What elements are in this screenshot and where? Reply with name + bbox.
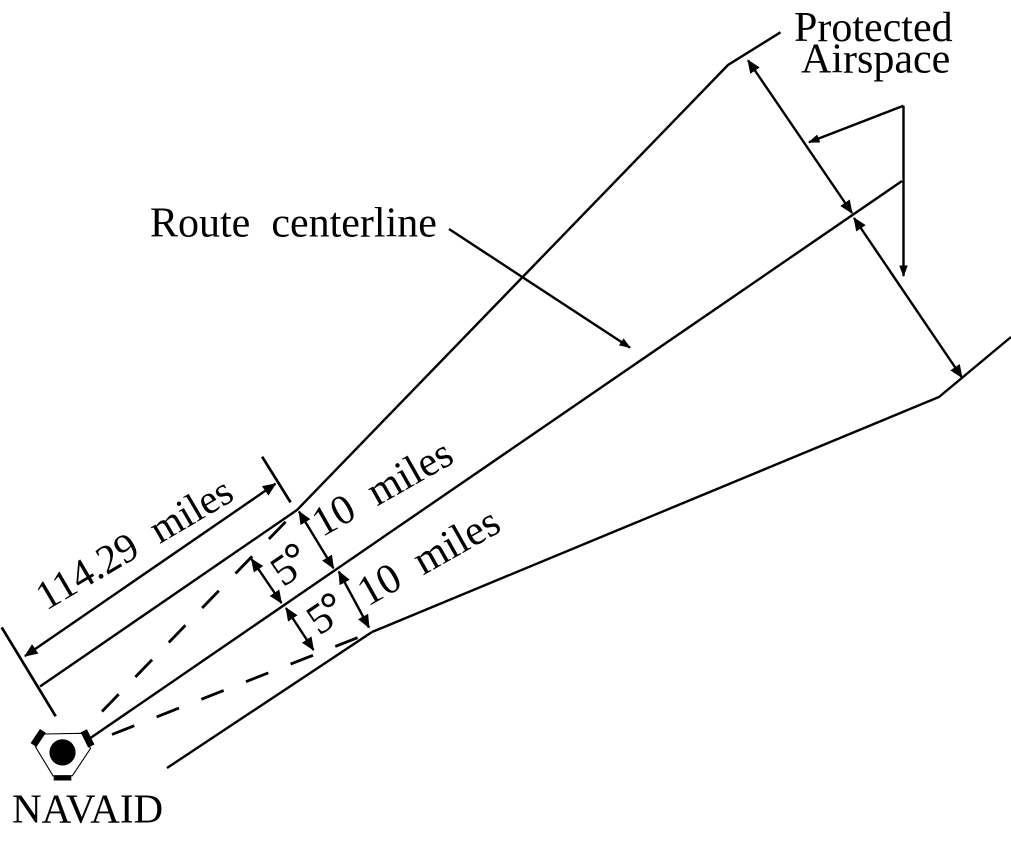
svg-text:Route centerline: Route centerline [150,201,437,247]
svg-text:Airspace: Airspace [801,37,950,83]
svg-text:Protected: Protected [794,5,953,51]
svg-text:NAVAID: NAVAID [12,786,163,832]
